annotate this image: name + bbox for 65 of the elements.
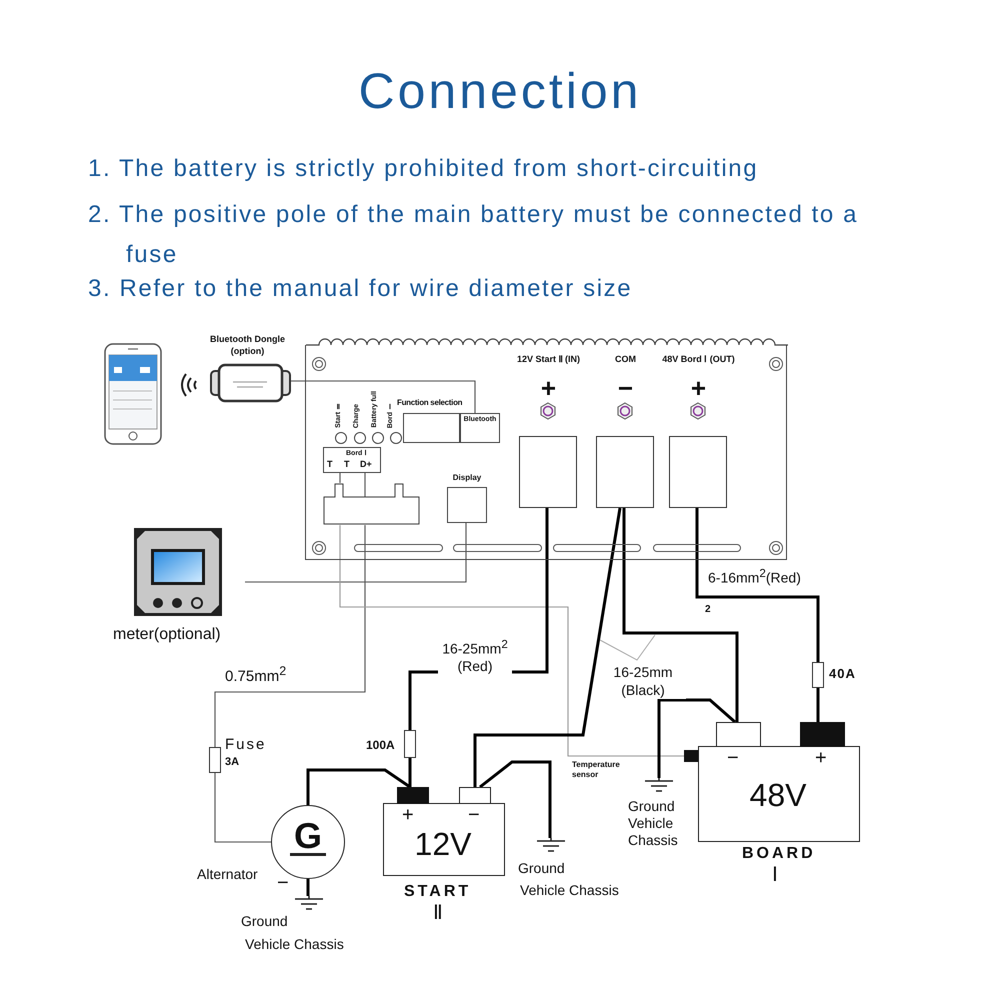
footnote-mark: 2 bbox=[705, 604, 711, 615]
terminal-label: 48V Bord Ⅰ (OUT) bbox=[661, 355, 736, 365]
terminal-strip bbox=[323, 447, 381, 473]
wire bbox=[339, 525, 684, 757]
polarity-sign: + bbox=[690, 375, 708, 401]
connector-plug bbox=[323, 483, 420, 525]
polarity-sign: − bbox=[468, 804, 480, 826]
fuse bbox=[404, 730, 416, 758]
instruction-note: 2. The positive pole of the main battery must be connected to a fuse bbox=[88, 200, 860, 270]
polarity-sign: + bbox=[540, 375, 558, 401]
terminal-label: 12V Start Ⅱ (IN) bbox=[516, 355, 581, 365]
wire bbox=[479, 760, 552, 838]
component-caption: Ground bbox=[518, 860, 565, 876]
port-label: Display bbox=[452, 473, 482, 482]
instruction-note: 3. Refer to the manual for wire diameter size bbox=[88, 275, 632, 303]
component-caption: Ⅰ bbox=[772, 863, 778, 887]
pin-label: T bbox=[344, 459, 350, 469]
voltage-label: 48V bbox=[748, 777, 808, 814]
wire bbox=[696, 508, 820, 662]
generator-symbol: G bbox=[271, 805, 345, 879]
component-caption: 3A bbox=[225, 756, 240, 768]
voltage-label: 12V bbox=[414, 826, 472, 863]
fuse bbox=[812, 662, 824, 688]
wire bbox=[474, 508, 622, 787]
wire bbox=[408, 758, 412, 787]
polarity-sign: + bbox=[402, 804, 414, 826]
wire bbox=[306, 879, 310, 896]
ground-symbol bbox=[537, 838, 563, 854]
pin-label: T bbox=[327, 459, 332, 469]
polarity-sign: − bbox=[616, 375, 634, 401]
smartphone-drawing bbox=[104, 343, 162, 445]
component-caption: 100A bbox=[366, 738, 395, 752]
component-caption: Ⅱ bbox=[433, 901, 443, 925]
polarity-sign: + bbox=[815, 747, 827, 769]
instruction-note: 1. The battery is strictly prohibited from short-circuiting bbox=[88, 155, 758, 183]
wire bbox=[339, 473, 341, 483]
component-caption: START bbox=[404, 883, 472, 901]
wire bbox=[214, 525, 366, 747]
wire bbox=[245, 523, 467, 583]
wire bbox=[816, 688, 820, 722]
page-title: Connection bbox=[358, 62, 642, 120]
wire bbox=[364, 473, 366, 497]
component-caption: Alternator bbox=[197, 866, 258, 882]
device-caption: meter(optional) bbox=[113, 626, 221, 644]
polarity-sign: − bbox=[727, 747, 739, 769]
wire bbox=[622, 508, 738, 722]
wire bbox=[658, 698, 736, 778]
section-heading: Function selection bbox=[397, 398, 462, 407]
component-caption: 40A bbox=[829, 666, 856, 681]
temperature-sensor bbox=[684, 750, 698, 762]
component-caption: Ground bbox=[241, 913, 288, 929]
device-caption: Bluetooth Dongle (option) bbox=[209, 333, 286, 357]
fuse bbox=[209, 747, 221, 773]
component-caption: Vehicle Chassis bbox=[245, 936, 344, 952]
ground-symbol bbox=[645, 778, 673, 792]
wire bbox=[290, 380, 476, 413]
component-caption: Ground Vehicle Chassis bbox=[628, 798, 679, 849]
component-caption: Vehicle Chassis bbox=[520, 882, 619, 898]
component-caption: BOARD bbox=[742, 845, 816, 863]
wire bbox=[214, 773, 271, 843]
pin-label: D+ bbox=[360, 459, 372, 469]
sensor-label: Temperature sensor bbox=[572, 760, 621, 780]
component-caption: Fuse bbox=[225, 736, 266, 753]
wire bbox=[306, 768, 411, 805]
wire-label: 6-16mm$^{2}$(Red) bbox=[708, 567, 801, 586]
